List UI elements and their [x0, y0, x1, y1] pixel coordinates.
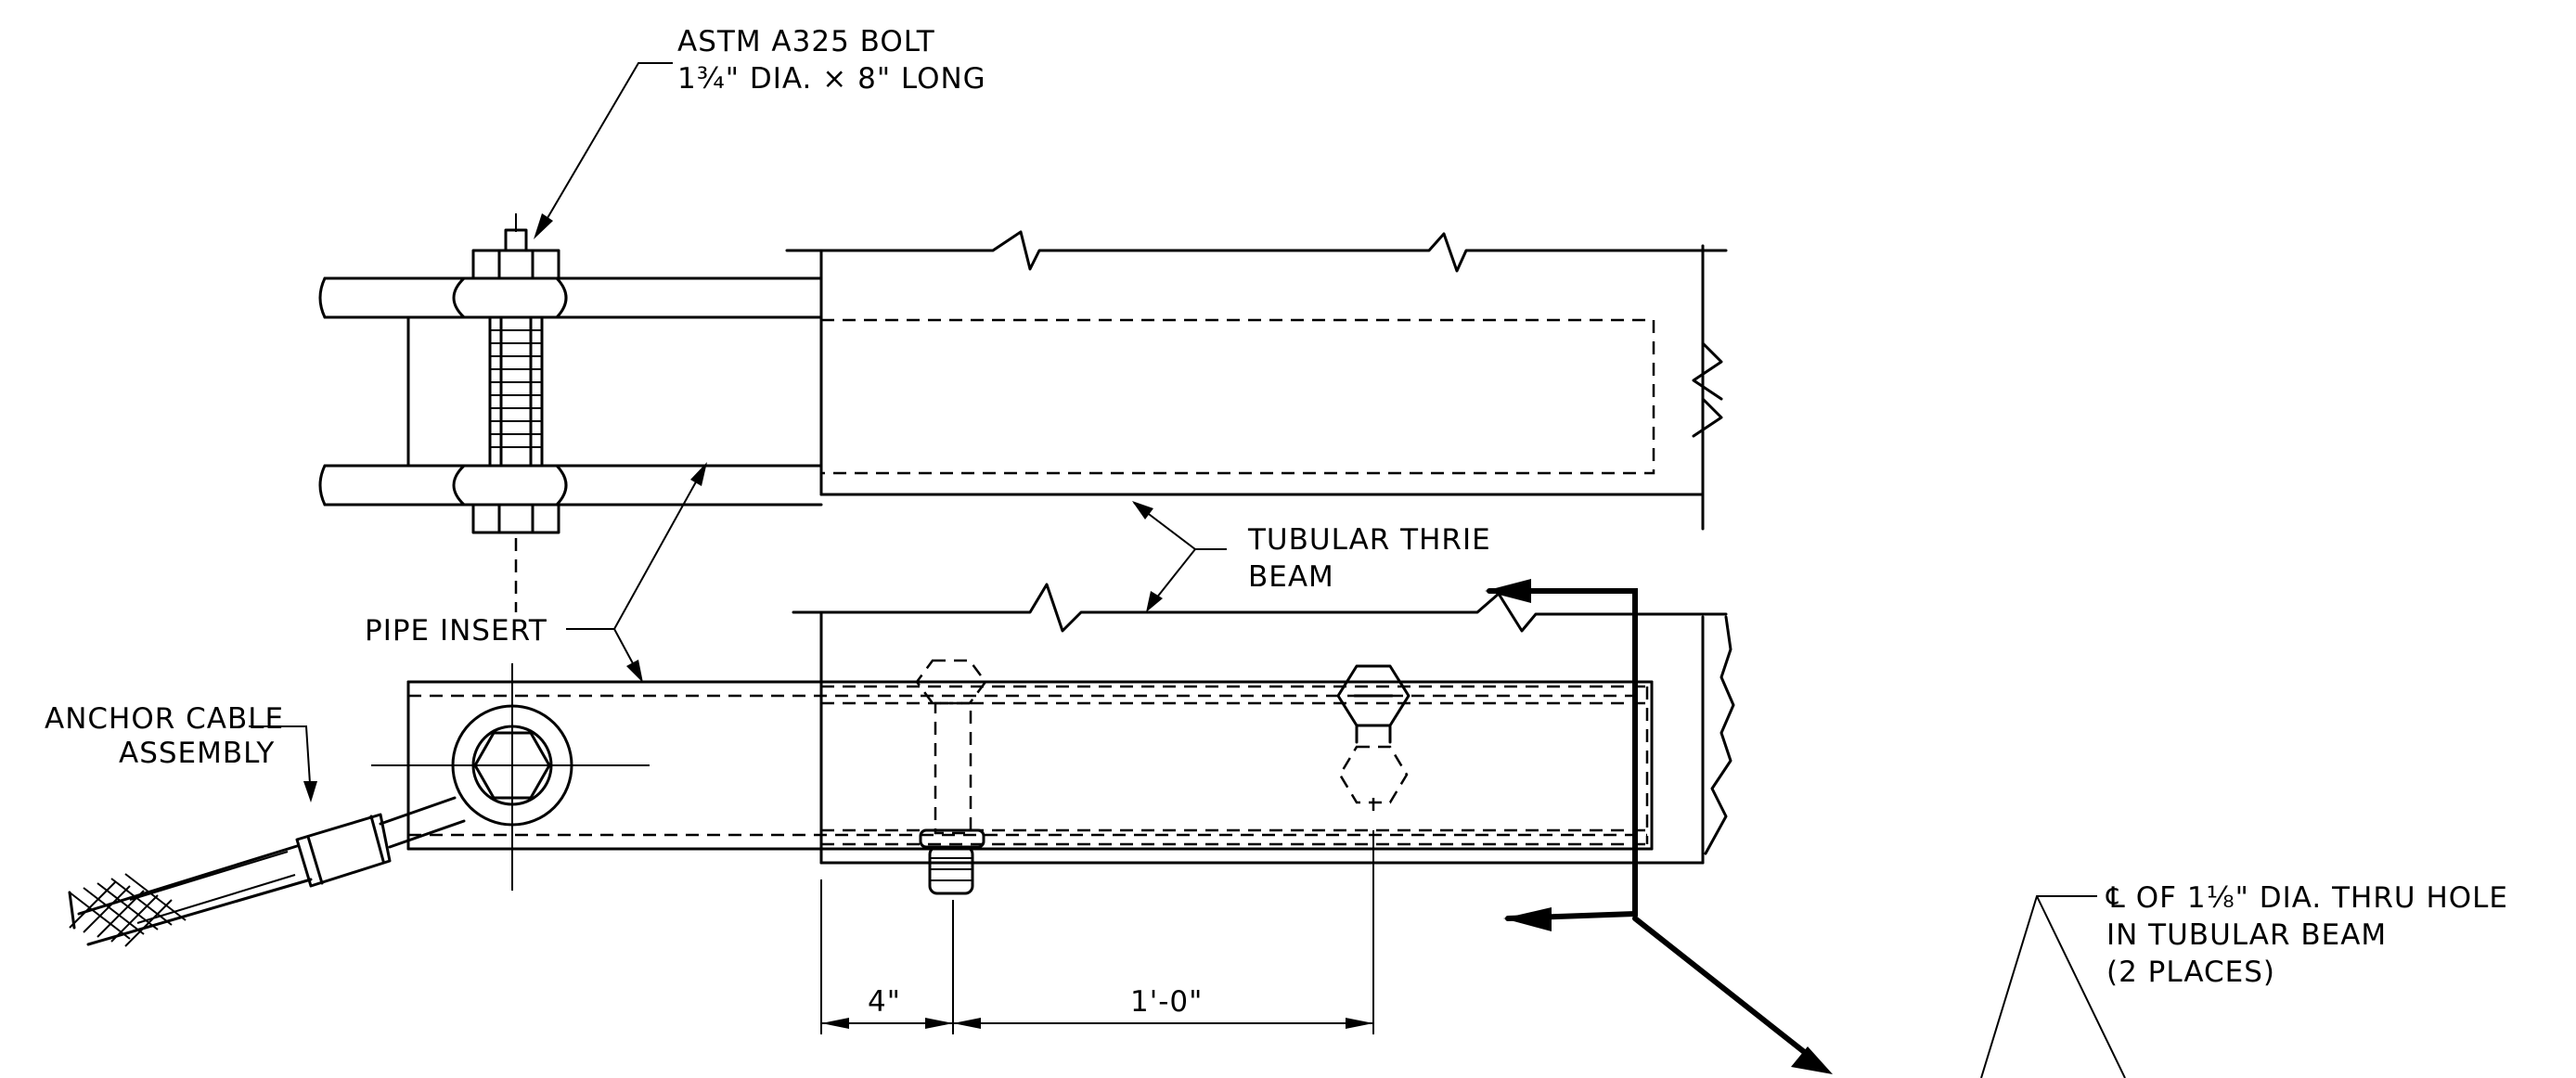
pipe-insert-label: PIPE INSERT	[365, 614, 547, 648]
dimension-1-foot: 1'-0"	[1130, 985, 1203, 1019]
thru-hole-label-line2: IN TUBULAR BEAM	[2106, 918, 2387, 952]
cable-strand-hatch	[68, 873, 187, 947]
bolt-assembly-top-view	[452, 213, 568, 612]
anchor-eye	[371, 663, 650, 891]
anchor-cable-label-line1: ANCHOR CABLE	[45, 702, 284, 736]
hidden-bolt-left	[915, 659, 987, 895]
bolt-right-elevation	[1336, 664, 1410, 816]
bolt-label-line2: 1¾" DIA. × 8" LONG	[677, 62, 986, 96]
section-cut-marker	[1485, 579, 1833, 1074]
top-view	[318, 213, 1728, 612]
pipe-insert-top-view	[318, 276, 823, 507]
leader-lines	[249, 62, 2126, 1078]
thru-hole-label-line3: (2 PLACES)	[2106, 956, 2275, 989]
text-labels: ASTM A325 BOLT 1¾" DIA. × 8" LONG TUBULA…	[45, 25, 2508, 1019]
dimension-lines	[820, 830, 1374, 1034]
tubular-beam-label-line1: TUBULAR THRIE	[1247, 523, 1491, 557]
bolt-label-line1: ASTM A325 BOLT	[677, 25, 935, 58]
anchor-cable-assembly	[68, 796, 466, 947]
tubular-beam-top-view	[785, 230, 1728, 531]
tubular-beam-label-line2: BEAM	[1248, 560, 1334, 594]
anchor-cable-label-line2: ASSEMBLY	[119, 737, 275, 770]
thru-hole-label-line1: ℄ OF 1⅛" DIA. THRU HOLE	[2106, 881, 2508, 915]
elevation-view	[68, 579, 1833, 1074]
dimension-4-inch: 4"	[868, 985, 901, 1019]
tubular-beam-elevation	[792, 583, 1735, 865]
